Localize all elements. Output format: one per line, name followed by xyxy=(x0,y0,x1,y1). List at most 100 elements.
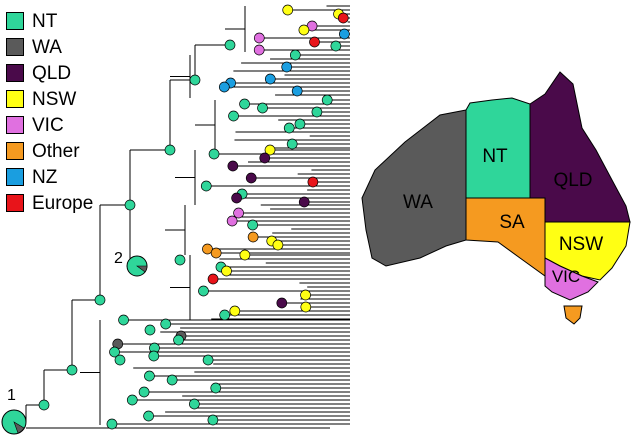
tree-node xyxy=(118,314,129,326)
tree-node xyxy=(126,394,138,406)
tree-node xyxy=(221,265,232,277)
tree-node xyxy=(160,318,172,330)
tree-node xyxy=(233,207,244,219)
tree-node xyxy=(300,301,312,313)
legend-swatch-europe xyxy=(6,194,24,212)
tree-node xyxy=(259,152,271,164)
tree-node xyxy=(281,61,293,73)
tree-node xyxy=(291,85,303,97)
tree-node xyxy=(227,160,239,172)
tree-node xyxy=(210,382,222,394)
tree-nodes xyxy=(38,4,350,430)
tree-node xyxy=(247,219,259,231)
tree-node xyxy=(264,144,276,156)
tree-node xyxy=(309,36,320,48)
tree-node xyxy=(286,138,298,150)
map-region-vic xyxy=(544,257,599,301)
tree-node xyxy=(138,386,150,398)
legend-item-nsw: NSW xyxy=(6,86,93,112)
legend-swatch-qld xyxy=(6,64,24,82)
tree-node xyxy=(114,354,126,366)
tree-node xyxy=(164,144,176,156)
tree-node xyxy=(289,49,301,61)
tree-node xyxy=(337,12,349,24)
legend-swatch-nt xyxy=(6,12,24,30)
tree-node xyxy=(228,110,239,122)
tree-node xyxy=(94,294,106,306)
tree-node xyxy=(294,118,306,130)
tree-node xyxy=(210,247,222,259)
map-region-tas xyxy=(563,305,583,325)
legend-item-nz: NZ xyxy=(6,164,93,190)
legend-label-europe: Europe xyxy=(32,192,94,214)
legend-swatch-vic xyxy=(6,116,24,134)
tree-node xyxy=(282,4,294,16)
tree-node xyxy=(339,28,350,40)
tree-node xyxy=(272,239,284,251)
tree-node xyxy=(298,24,310,36)
map-label-vic: VIC xyxy=(552,267,580,286)
tree-node xyxy=(189,398,200,410)
tree-node xyxy=(298,196,310,208)
node-label-1: 1 xyxy=(7,387,16,404)
tree-node xyxy=(207,273,219,285)
legend-label-wa: WA xyxy=(32,36,62,58)
tree-node xyxy=(189,74,201,86)
tree-node xyxy=(109,346,120,358)
root-node xyxy=(1,409,27,435)
tree-node xyxy=(283,122,295,134)
legend-swatch-wa xyxy=(6,38,24,56)
tree-node xyxy=(253,44,265,56)
legend-label-nsw: NSW xyxy=(32,88,77,110)
tree-node xyxy=(311,106,323,118)
tree-node xyxy=(300,289,311,301)
legend-item-other: Other xyxy=(6,138,93,164)
legend-swatch-other xyxy=(6,142,24,160)
tree-node xyxy=(202,354,214,366)
tree-node xyxy=(218,81,230,93)
tree-node xyxy=(229,305,241,317)
legend-item-europe: Europe xyxy=(6,190,93,216)
tree-node xyxy=(200,180,212,192)
map-region-wa xyxy=(361,109,467,267)
tree-node xyxy=(231,192,242,204)
legend-swatch-nz xyxy=(6,168,24,186)
tree-node xyxy=(174,254,186,266)
map-label-nsw: NSW xyxy=(559,234,603,255)
legend-label-qld: QLD xyxy=(32,62,72,84)
legend-label-nt: NT xyxy=(32,10,58,32)
tree-node xyxy=(239,98,250,110)
map-label-nt: NT xyxy=(482,146,508,167)
tree-node xyxy=(124,199,136,211)
tree-node xyxy=(144,324,156,336)
legend-item-nt: NT xyxy=(6,8,93,34)
legend: NT WA QLD NSW VIC Other NZ Europe xyxy=(6,8,93,216)
tree-node xyxy=(143,410,154,422)
tree-node xyxy=(106,418,118,430)
tree-node xyxy=(239,249,251,261)
map-label-wa: WA xyxy=(403,192,433,213)
tree-node xyxy=(321,94,333,106)
tree-node xyxy=(198,285,209,297)
tree-node xyxy=(208,148,220,160)
tree-node xyxy=(166,374,178,386)
tree-node xyxy=(38,399,50,411)
tree-node xyxy=(173,334,184,346)
tree-node xyxy=(202,243,213,255)
legend-label-vic: VIC xyxy=(32,114,64,136)
phylogenetic-tree: 1 2 xyxy=(1,4,350,435)
legend-swatch-nsw xyxy=(6,90,24,108)
map-label-sa: SA xyxy=(499,212,525,233)
legend-item-vic: VIC xyxy=(6,112,93,138)
legend-item-qld: QLD xyxy=(6,60,93,86)
tree-node xyxy=(148,350,160,362)
tree-node xyxy=(245,172,257,184)
legend-label-other: Other xyxy=(32,140,80,162)
tree-node xyxy=(257,102,268,114)
tree-node xyxy=(207,414,219,426)
map-label-qld: QLD xyxy=(553,170,592,191)
tree-node xyxy=(144,370,155,382)
tree-node xyxy=(219,309,231,321)
